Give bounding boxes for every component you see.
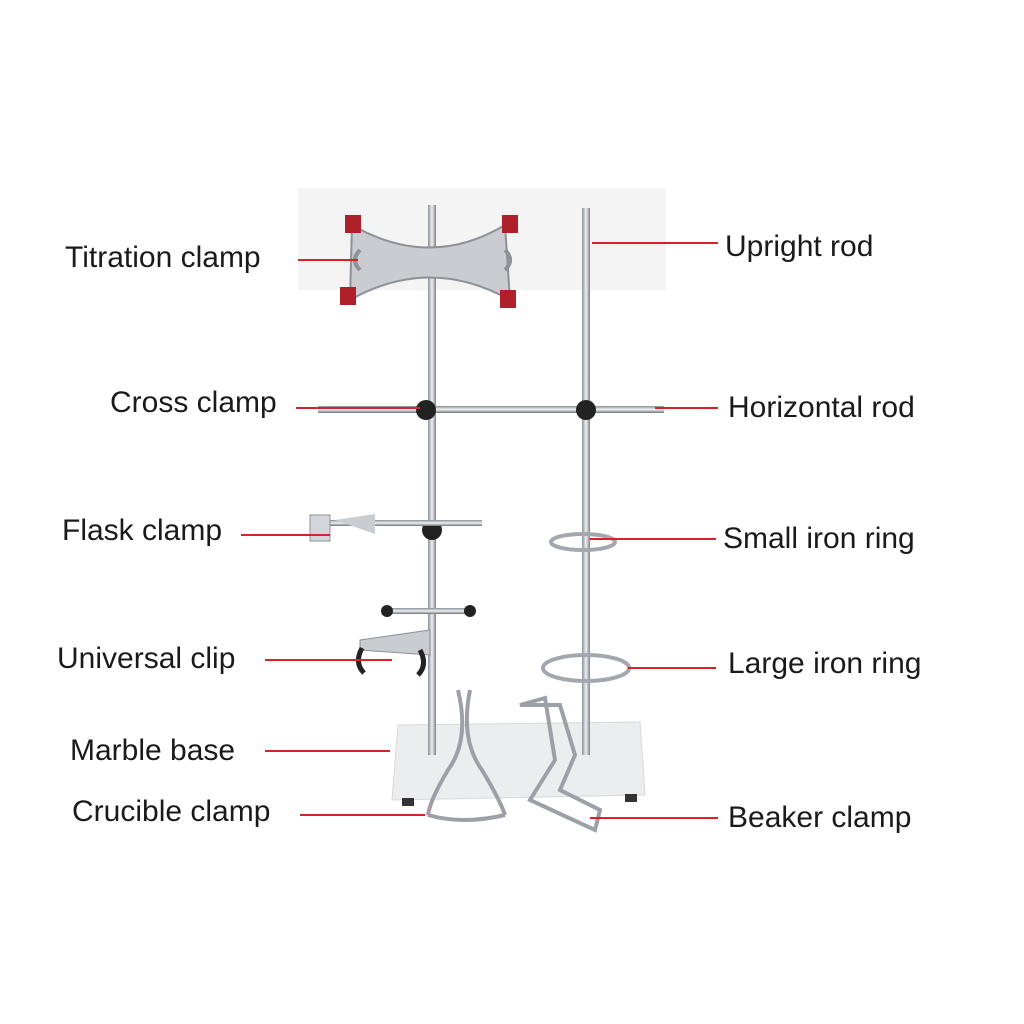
beaker-clamp bbox=[519, 695, 603, 833]
universal-clip bbox=[356, 605, 476, 677]
label-beaker-clamp: Beaker clamp bbox=[728, 801, 912, 834]
leader-lines bbox=[241, 242, 718, 819]
upright-rod-left bbox=[428, 205, 436, 755]
label-large-iron-ring: Large iron ring bbox=[728, 647, 922, 680]
cross-clamp-knobs bbox=[416, 400, 596, 540]
label-titration-clamp: Titration clamp bbox=[65, 241, 261, 274]
label-small-iron-ring: Small iron ring bbox=[723, 522, 915, 555]
flask-clamp bbox=[309, 514, 482, 542]
label-universal-clip: Universal clip bbox=[57, 642, 236, 675]
label-upright-rod: Upright rod bbox=[725, 230, 874, 263]
crucible-clamp bbox=[426, 689, 507, 822]
label-marble-base: Marble base bbox=[70, 734, 236, 767]
small-iron-ring bbox=[549, 532, 617, 552]
upright-rod-right bbox=[582, 208, 590, 755]
horizontal-rod bbox=[318, 406, 664, 413]
marble-base bbox=[391, 721, 646, 806]
label-flask-clamp: Flask clamp bbox=[62, 514, 223, 547]
label-cross-clamp: Cross clamp bbox=[110, 386, 277, 419]
label-crucible-clamp: Crucible clamp bbox=[72, 795, 271, 828]
label-horizontal-rod: Horizontal rod bbox=[728, 391, 915, 424]
titration-clamp bbox=[340, 215, 518, 308]
